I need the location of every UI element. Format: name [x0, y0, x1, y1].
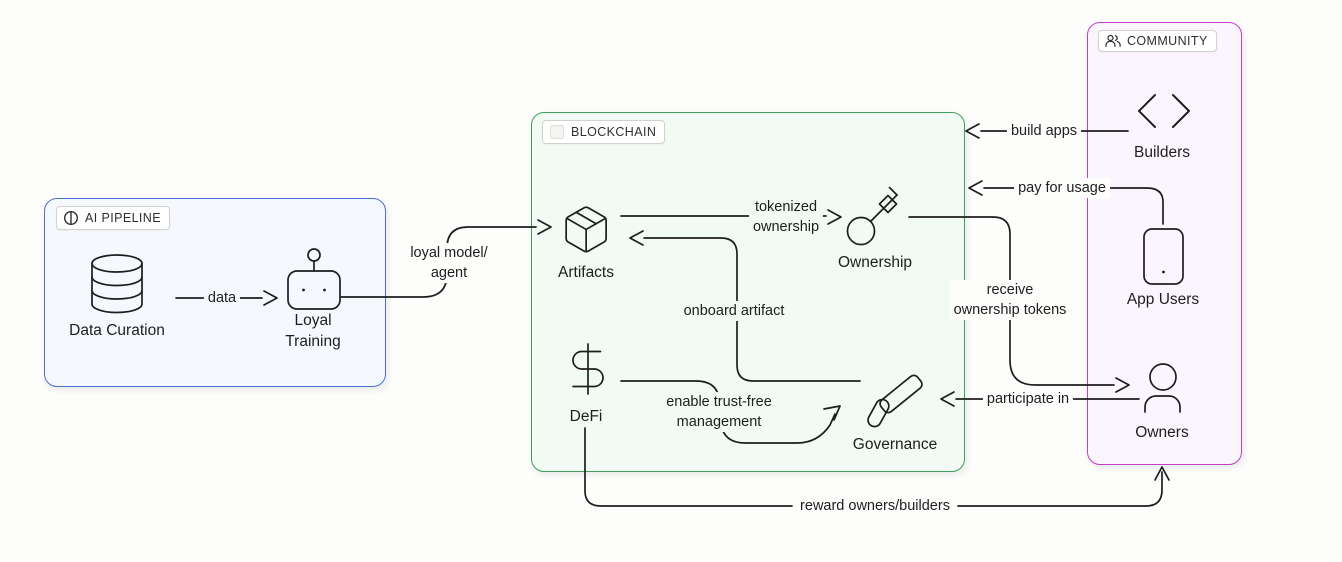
- edge-label-tokenized: tokenized ownership: [748, 197, 824, 237]
- edge-label-trust-free: enable trust-free management: [662, 392, 776, 432]
- node-label-defi: DeFi: [569, 408, 603, 425]
- blockchain-badge: BLOCKCHAIN: [542, 120, 666, 144]
- community-badge: COMMUNITY: [1098, 30, 1217, 52]
- community-group-box: [1087, 22, 1242, 465]
- split-circle-icon: [63, 210, 79, 226]
- node-label-artifacts: Artifacts: [558, 264, 614, 281]
- node-label-loyal-training: Loyal Training: [285, 312, 341, 350]
- faded-block-icon: [549, 124, 565, 140]
- node-label-data-curation: Data Curation: [69, 322, 165, 339]
- node-label-app-users: App Users: [1126, 291, 1200, 308]
- node-label-governance: Governance: [852, 436, 938, 453]
- edge-label-reward: reward owners/builders: [796, 496, 954, 516]
- edge-label-onboard: onboard artifact: [679, 301, 789, 321]
- ai-pipeline-badge-label: AI PIPELINE: [85, 211, 161, 225]
- edge-label-build-apps: build apps: [1006, 121, 1082, 141]
- node-label-ownership: Ownership: [837, 254, 913, 271]
- node-label-builders: Builders: [1134, 144, 1190, 161]
- edge-label-participate: participate in: [982, 389, 1074, 409]
- edge-label-loyal-model: loyal model/ agent: [406, 243, 492, 283]
- ai-pipeline-badge: AI PIPELINE: [56, 206, 170, 230]
- blockchain-badge-label: BLOCKCHAIN: [571, 125, 657, 139]
- edge-label-data: data: [203, 288, 241, 308]
- node-label-owners: Owners: [1135, 424, 1189, 441]
- community-badge-label: COMMUNITY: [1127, 34, 1208, 48]
- edge-label-receive: receive ownership tokens: [949, 280, 1071, 320]
- users-icon: [1105, 34, 1121, 48]
- edge-label-pay-usage: pay for usage: [1014, 178, 1110, 198]
